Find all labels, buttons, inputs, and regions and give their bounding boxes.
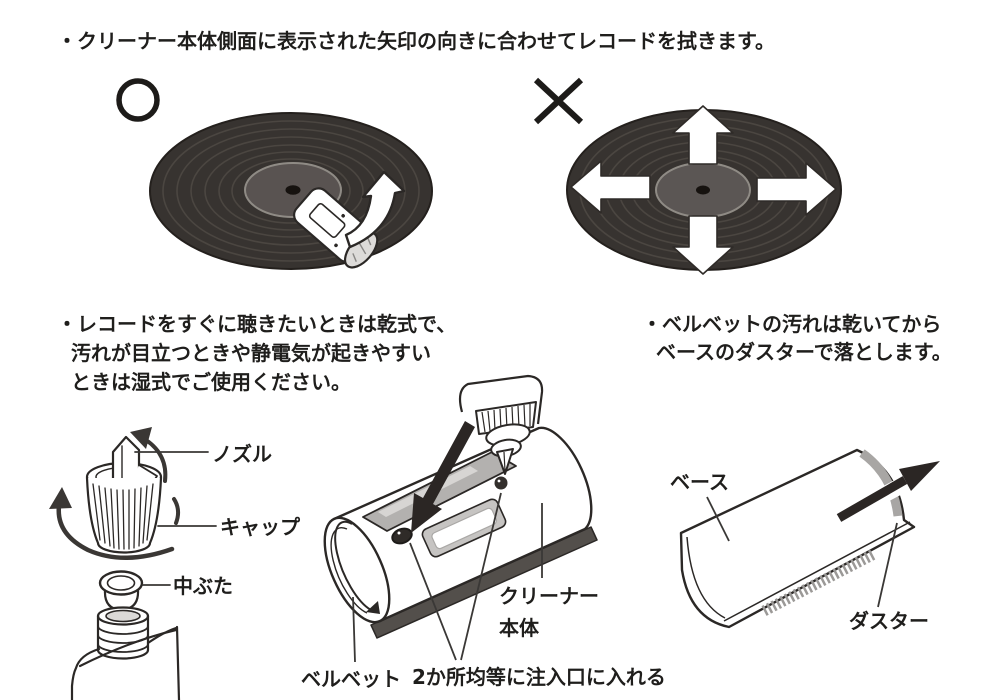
rotate-arrow-icon xyxy=(144,438,168,483)
instruction-dry-wet-line3: ときは湿式でご使用ください。 xyxy=(71,370,351,394)
record-correct-diagram xyxy=(149,112,433,270)
instruction-dry-wet-line2: 汚れが目立つときや静電気が起きやすい xyxy=(71,341,431,365)
label-velvet: ベルベット xyxy=(301,667,401,691)
label-nozzle: ノズル xyxy=(212,442,272,466)
record-wrong-diagram xyxy=(566,105,842,275)
bottle-cap-diagram xyxy=(49,427,217,700)
base-duster-diagram xyxy=(679,448,940,629)
pour-arrow-icon xyxy=(411,421,475,533)
instruction-dry-wet-line1: ・レコードをすぐに聴きたいときは乾式で、 xyxy=(57,312,457,336)
duster-strip xyxy=(859,449,903,517)
bottle-shape xyxy=(70,606,181,700)
rotate-arrow-icon xyxy=(56,503,175,560)
side-label-slot xyxy=(421,498,507,558)
label-fill-two-spots: 2か所均等に注入口に入れる xyxy=(412,665,666,689)
label-cleaner-body-line1: クリーナー xyxy=(499,584,599,608)
wipe-arrow-icon xyxy=(836,476,908,522)
wipe-direction-arrow-icon xyxy=(344,170,406,249)
instruction-wipe-direction: ・クリーナー本体側面に表示された矢印の向きに合わせてレコードを拭きます。 xyxy=(57,29,775,53)
instruction-dry-wet: ・レコードをすぐに聴きたいときは乾式で、 汚れが目立つときや静電気が起きやすい … xyxy=(57,310,456,397)
duster-pad xyxy=(761,549,877,616)
leader-lines xyxy=(134,451,217,586)
label-inner-lid: 中ぶた xyxy=(173,574,233,598)
label-duster: ダスター xyxy=(849,609,929,633)
inner-lid-shape xyxy=(98,570,144,612)
label-cap: キャップ xyxy=(220,515,300,539)
label-cleaner-body: クリーナー 本体 xyxy=(499,580,599,644)
instruction-velvet-care: ・ベルベットの汚れは乾いてから ベースのダスターで落とします。 xyxy=(642,310,952,366)
radial-arrows-icon xyxy=(570,105,837,275)
instruction-velvet-care-line1: ・ベルベットの汚れは乾いてから xyxy=(642,312,942,336)
leader-lines xyxy=(706,496,898,608)
leader-lines xyxy=(352,492,543,663)
wrong-mark-icon xyxy=(533,77,584,125)
record-hole xyxy=(285,185,301,195)
label-cleaner-body-line2: 本体 xyxy=(499,616,539,640)
cleaner-body-diagram xyxy=(323,374,598,663)
label-base: ベース xyxy=(670,470,729,494)
correct-mark-icon xyxy=(116,78,160,122)
instruction-velvet-care-line2: ベースのダスターで落とします。 xyxy=(656,340,952,364)
record-hole xyxy=(696,185,710,195)
pouring-bottle-shape xyxy=(458,374,544,475)
liquid-drop xyxy=(494,476,508,490)
